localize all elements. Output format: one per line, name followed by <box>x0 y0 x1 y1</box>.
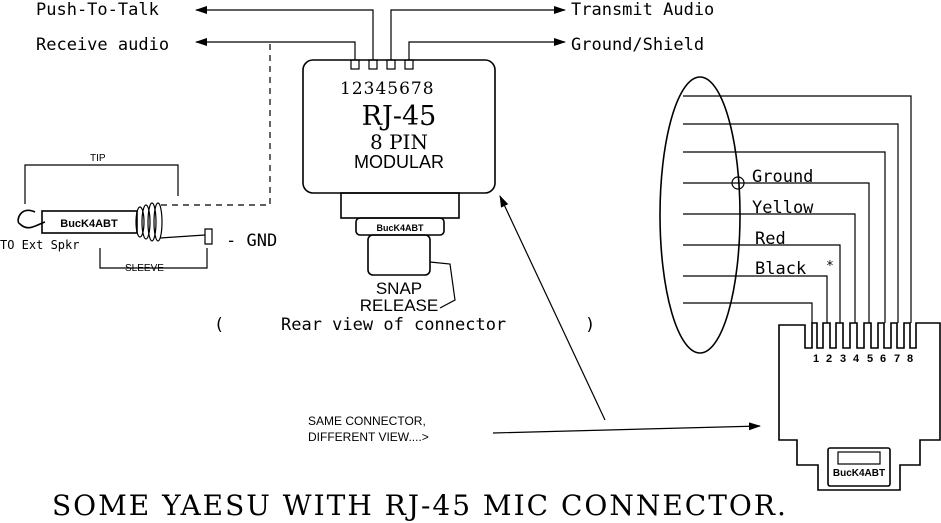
ground-junction <box>731 176 745 190</box>
plug-tip <box>17 209 46 229</box>
connector-subtitle: 8 PIN <box>370 130 428 154</box>
note-line-1: SAME CONNECTOR, <box>308 414 426 428</box>
ground-shield-lead <box>408 38 566 60</box>
snap-label: SNAP <box>376 279 422 298</box>
to-ext-spkr-label: TO Ext Spkr <box>0 238 79 252</box>
svg-text:2: 2 <box>826 353 832 365</box>
note-line-2: DIFFERENT VIEW....> <box>308 430 429 444</box>
snap-release-pointer <box>429 261 456 309</box>
sleeve-wire <box>159 234 206 239</box>
side-view-pointer-arrow <box>492 422 761 434</box>
tip-bracket <box>24 164 179 204</box>
receive-audio-label: Receive audio <box>36 35 169 55</box>
transmit-audio-label: Transmit Audio <box>571 0 714 20</box>
rj45-side-view: Ground Yellow Red Black * 1 2 3 4 5 6 7 … <box>659 76 941 491</box>
svg-text:8: 8 <box>907 353 913 365</box>
wire-yellow-label: Yellow <box>752 198 814 218</box>
pin-numbers: 12345678 <box>340 79 435 99</box>
receive-audio-lead <box>195 38 356 60</box>
latch-body <box>340 192 460 219</box>
wire-leads-top <box>195 5 566 60</box>
side-latch-window <box>837 451 881 465</box>
caption-open-paren: ( <box>214 315 224 335</box>
push-to-talk-label: Push-To-Talk <box>36 0 159 20</box>
gnd-terminal <box>204 228 213 245</box>
svg-text:4: 4 <box>853 353 860 365</box>
cable-end-oval <box>659 76 741 354</box>
side-latch-label: BucK4ABT <box>833 468 885 479</box>
sleeve-label: SLEEVE <box>125 263 164 274</box>
wire-ground-label: Ground <box>752 167 813 187</box>
side-connector-body <box>778 322 941 491</box>
side-pin-numbers: 1 2 3 4 5 6 7 8 <box>813 353 913 365</box>
svg-text:3: 3 <box>840 353 846 365</box>
gnd-label: - GND <box>226 231 277 251</box>
ground-shield-label: Ground/Shield <box>571 35 704 55</box>
plug-brand-label: BucK4ABT <box>60 218 118 230</box>
wire-black-label: Black <box>755 259 806 279</box>
svg-text:7: 7 <box>894 353 900 365</box>
transmit-audio-lead <box>390 6 566 60</box>
side-latch <box>827 447 891 487</box>
black-asterisk: * <box>826 259 834 274</box>
pin-slots <box>350 59 414 70</box>
sleeve-bracket <box>99 248 208 269</box>
side-wires <box>683 95 912 323</box>
connector-title: RJ-45 <box>362 101 437 132</box>
release-label: RELEASE <box>360 296 438 315</box>
rj45-rear-view: 12345678 RJ-45 8 PIN MODULAR BucK4ABT SN… <box>214 59 595 335</box>
speaker-plug: TIP BucK4ABT - GND SLEEVE TO Ext Spkr <box>0 153 277 274</box>
svg-text:5: 5 <box>867 353 873 365</box>
push-to-talk-lead <box>195 5 374 60</box>
wire-red-label: Red <box>755 229 786 249</box>
snap-release-clip <box>367 234 431 276</box>
connector-type: MODULAR <box>354 152 444 172</box>
tip-label: TIP <box>90 153 106 164</box>
svg-text:6: 6 <box>880 353 886 365</box>
plug-coil <box>135 202 163 242</box>
diagram-title: SOME YAESU WITH RJ-45 MIC CONNECTOR. <box>52 489 788 522</box>
receive-audio-dashed-wire <box>160 44 271 206</box>
rear-view-pointer-arrow <box>499 195 606 421</box>
latch-tab-label: BucK4ABT <box>376 223 424 233</box>
plug-barrel <box>41 210 138 234</box>
rear-view-caption: Rear view of connector <box>281 315 506 335</box>
svg-text:1: 1 <box>813 353 819 365</box>
caption-close-paren: ) <box>585 315 595 335</box>
